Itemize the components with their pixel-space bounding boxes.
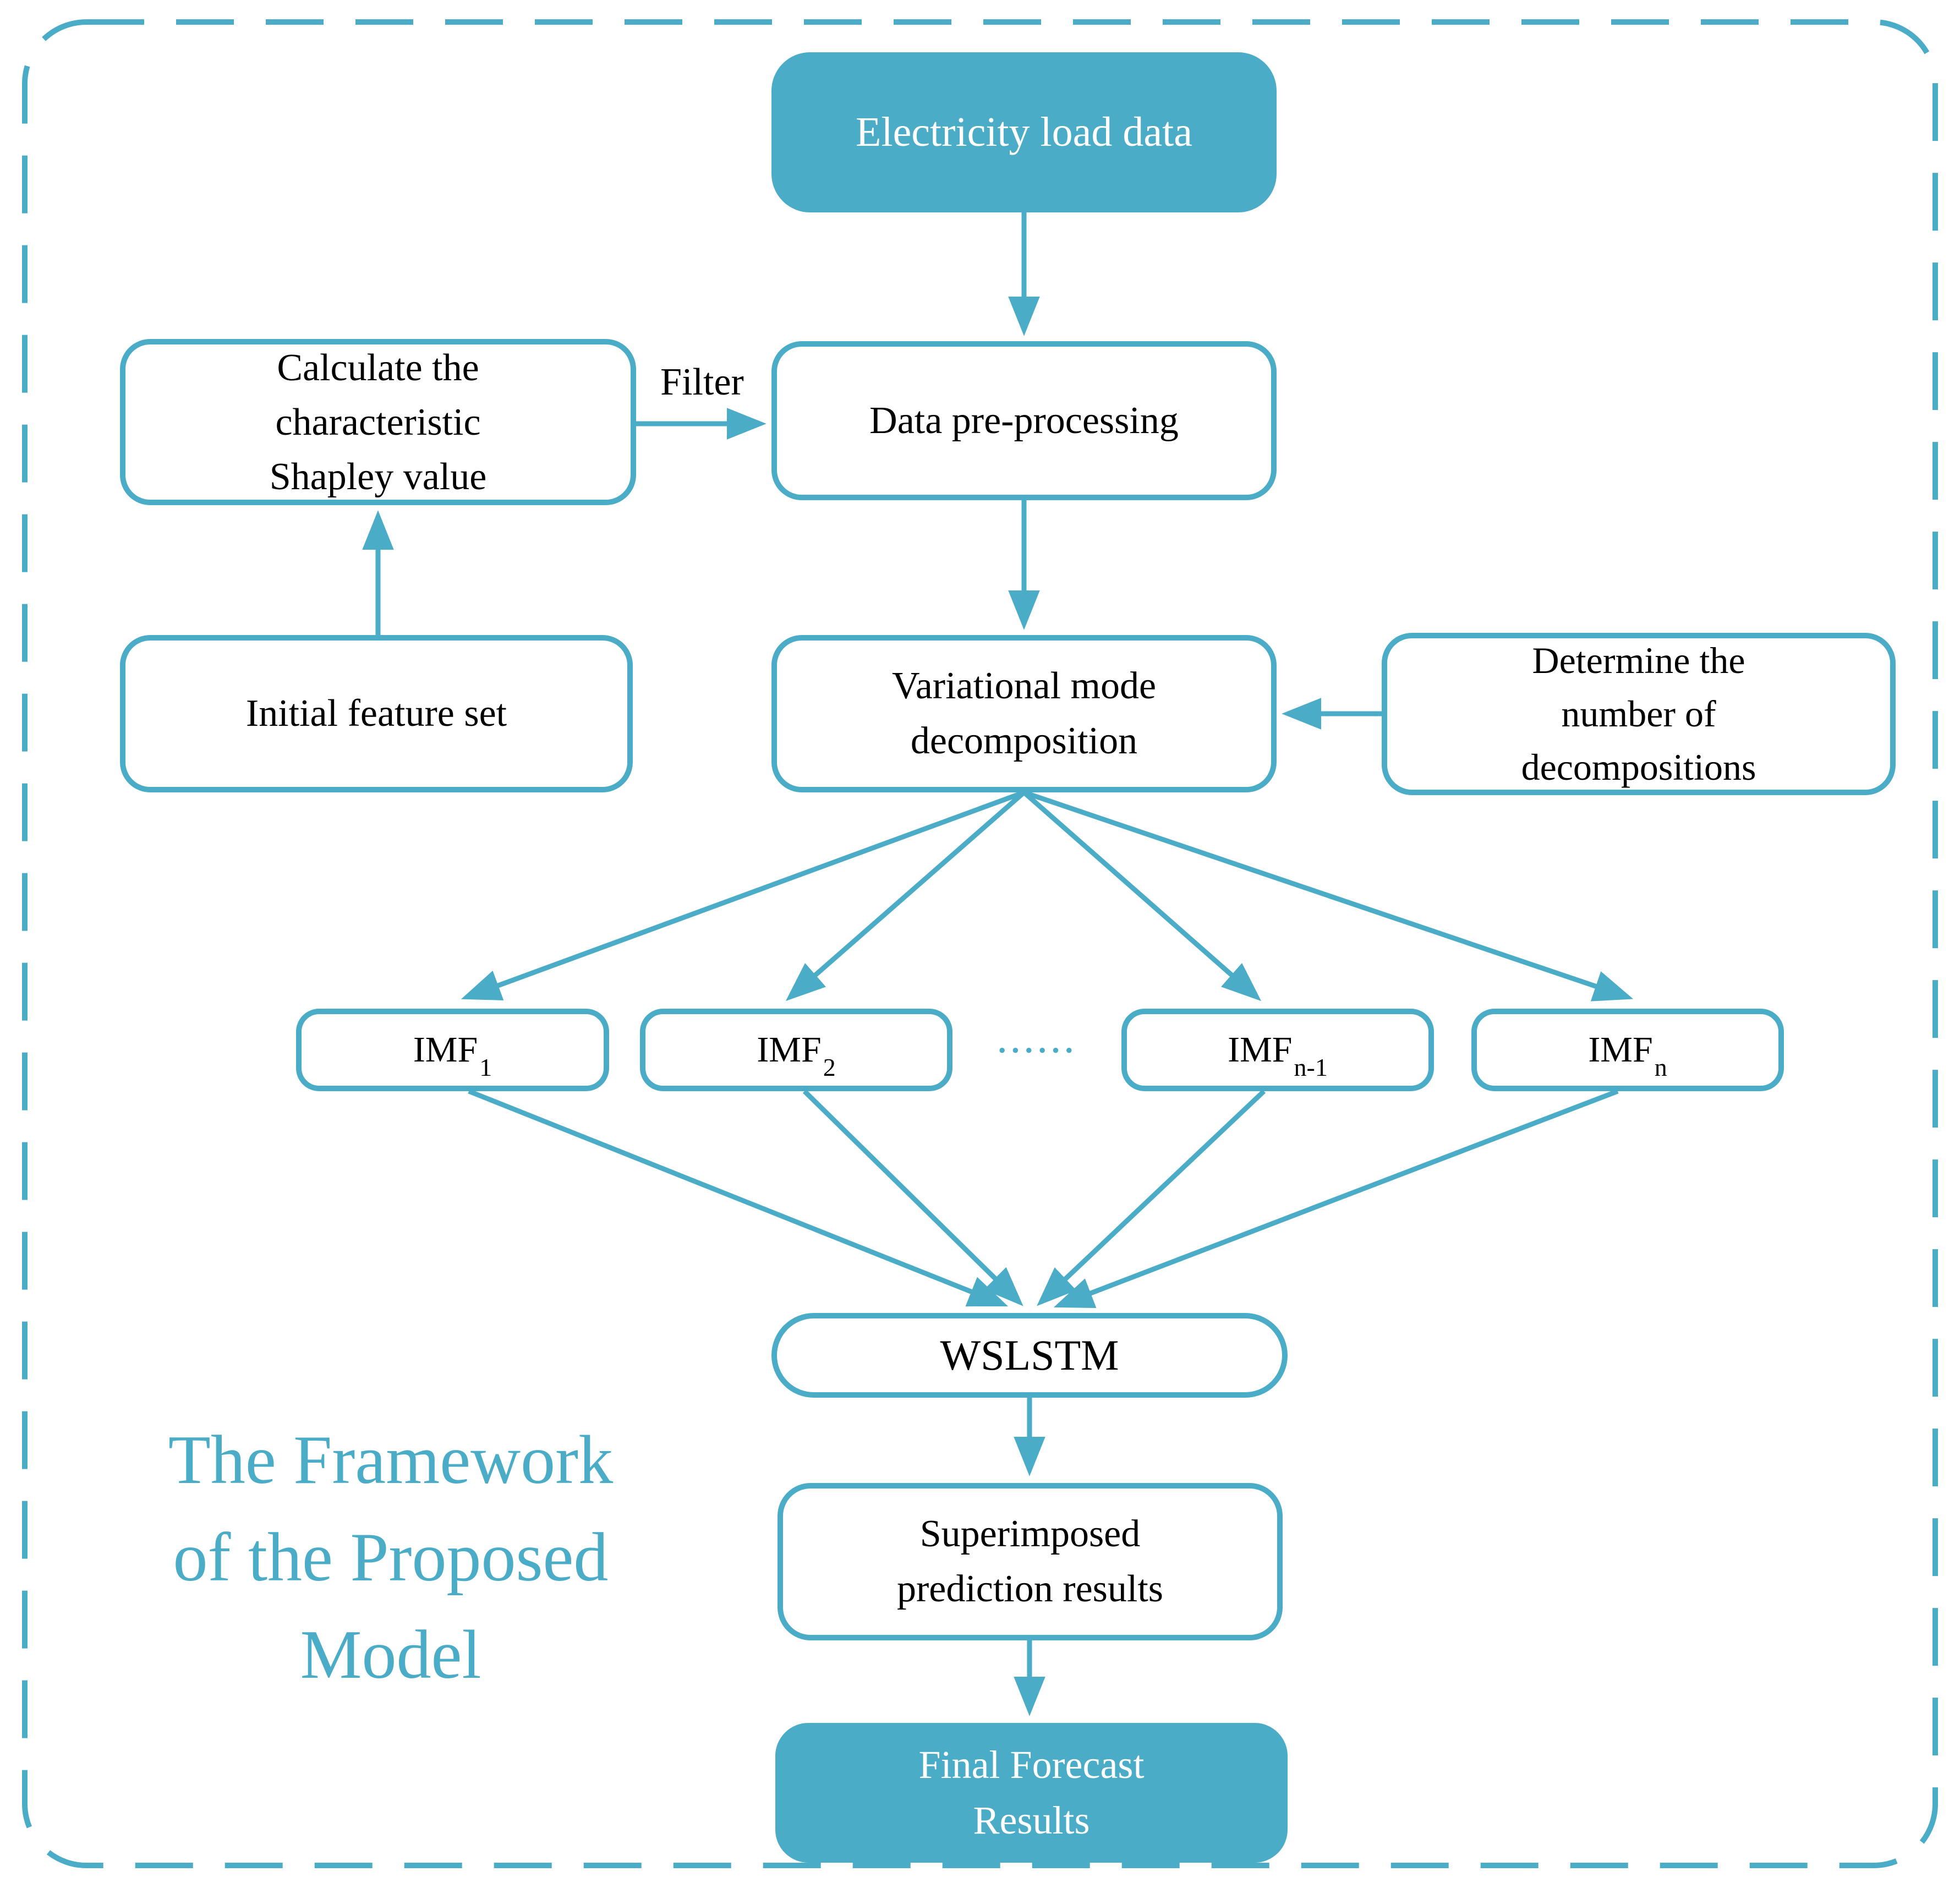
arrow-vmd-to-imf1 [461, 790, 1025, 1000]
arrow-vmd-to-imfn2 [785, 790, 1026, 1002]
node-label-line: Shapley value [269, 455, 487, 498]
arrow-imfn-to-wslstm [1053, 1088, 1619, 1308]
node-label: IMFn [1588, 1030, 1667, 1082]
arrow-vmd-to-imfn [1023, 790, 1634, 1002]
node-initial-feature-set: Initial feature set [120, 635, 633, 792]
node-label: IMF2 [757, 1030, 836, 1082]
arrow-vmd-to-imfn1 [1022, 790, 1262, 1002]
imf-subscript: n [1654, 1053, 1667, 1082]
dashed-frame-border [22, 19, 1938, 1868]
node-electricity-load-data: Electricity load data [771, 52, 1277, 212]
ellipsis-dots: ······ [997, 1032, 1077, 1068]
imf-subscript: 2 [823, 1053, 836, 1082]
imf-subscript: n-1 [1294, 1053, 1328, 1082]
node-label-line: Superimposed [919, 1513, 1141, 1555]
arrow-imf1-to-wslstm [468, 1088, 1009, 1307]
node-label: Data pre-processing [869, 399, 1179, 442]
imf-subscript: 1 [479, 1053, 492, 1082]
node-label-line: characteristic [275, 401, 481, 444]
node-label-line: decompositions [1521, 746, 1756, 788]
node-data-preprocessing: Data pre-processing [771, 341, 1277, 500]
caption-line: of the Proposed [173, 1519, 609, 1596]
node-label: Initial feature set [245, 692, 507, 735]
node-label-line: Determine the [1532, 639, 1745, 681]
node-calculate-shapley-value: Calculate the characteristic Shapley val… [120, 339, 636, 505]
caption-line: The Framework [168, 1422, 614, 1498]
node-wslstm: WSLSTM [771, 1313, 1288, 1398]
node-label: Electricity load data [856, 109, 1192, 155]
node-final-forecast-results: Final Forecast Results [775, 1723, 1288, 1863]
node-imf-n-minus-1: IMFn-1 [1121, 1009, 1434, 1091]
node-label-line: Final Forecast [918, 1743, 1145, 1787]
node-imf-2: IMF2 [640, 1009, 952, 1091]
node-label-line: Results [973, 1798, 1090, 1842]
node-label: IMFn-1 [1228, 1030, 1328, 1082]
arrow-imf2-to-wslstm [802, 1089, 1023, 1306]
node-label-line: prediction results [896, 1568, 1164, 1610]
caption-line: Model [300, 1617, 481, 1693]
arrow-imfn1-to-wslstm [1037, 1089, 1266, 1306]
edge-label-filter: Filter [660, 361, 744, 403]
node-imf-n: IMFn [1471, 1009, 1784, 1091]
node-label: IMF1 [413, 1030, 492, 1082]
node-superimposed-prediction-results: Superimposed prediction results [778, 1483, 1283, 1640]
node-label-line: Calculate the [277, 346, 479, 389]
node-label: WSLSTM [940, 1331, 1119, 1379]
node-imf-1: IMF1 [296, 1009, 609, 1091]
node-label-line: number of [1561, 693, 1716, 735]
node-determine-number-of-decompositions: Determine the number of decompositions [1382, 633, 1896, 795]
node-label-line: decomposition [910, 720, 1138, 762]
diagram-caption: The Framework of the Proposed Model [72, 1411, 710, 1704]
node-label-line: Variational mode [891, 665, 1157, 707]
node-variational-mode-decomposition: Variational mode decomposition [771, 635, 1277, 792]
